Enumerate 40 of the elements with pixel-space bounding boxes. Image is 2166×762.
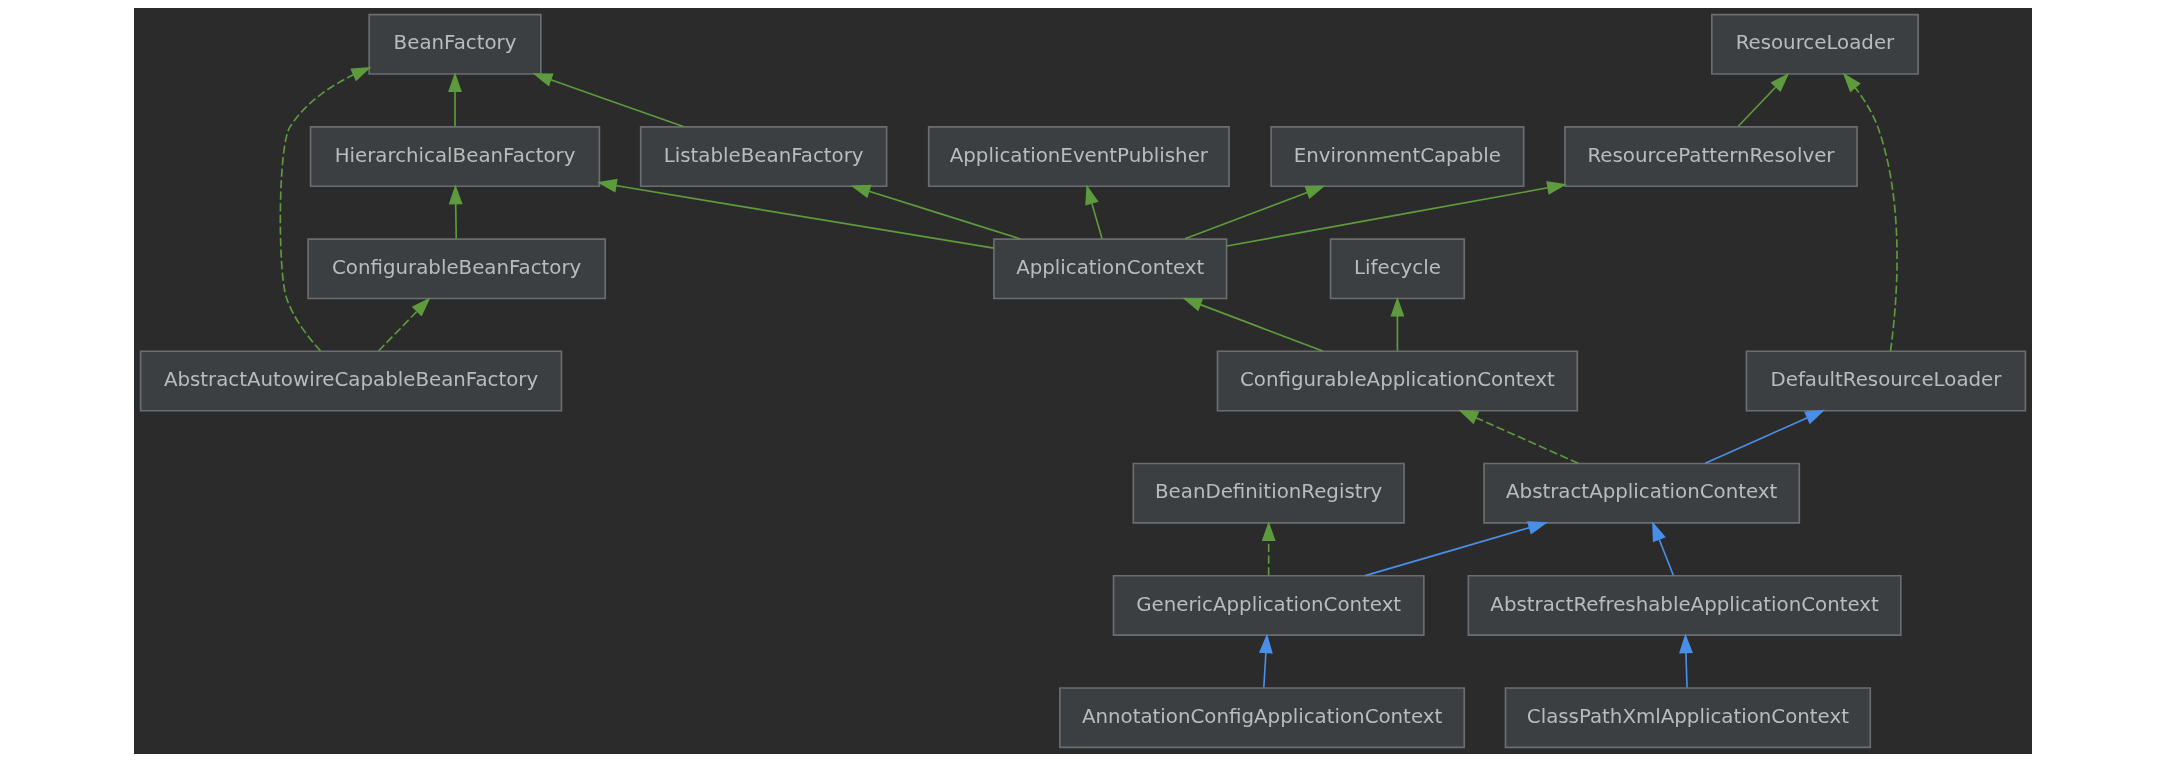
node-box: ApplicationContext bbox=[993, 238, 1228, 300]
node-box: BeanFactory bbox=[368, 13, 542, 75]
arrow bbox=[1225, 181, 1567, 247]
arrow bbox=[1182, 297, 1324, 352]
arrow bbox=[1184, 185, 1326, 240]
arrow bbox=[1704, 409, 1825, 465]
arrow bbox=[279, 66, 372, 352]
arrow bbox=[1085, 184, 1103, 240]
node-box: ApplicationEventPublisher bbox=[927, 126, 1230, 188]
arrow bbox=[1364, 521, 1548, 577]
node-box: Lifecycle bbox=[1329, 238, 1466, 300]
node-box: AbstractRefreshableApplicationContext bbox=[1467, 574, 1902, 636]
node-box: AbstractAutowireCapableBeanFactory bbox=[139, 350, 563, 412]
node-box: EnvironmentCapable bbox=[1270, 126, 1525, 188]
arrow bbox=[1679, 633, 1693, 689]
node-box: ConfigurableBeanFactory bbox=[307, 238, 607, 300]
arrow bbox=[1737, 72, 1790, 128]
arrow bbox=[448, 72, 462, 128]
node-box: ListableBeanFactory bbox=[639, 126, 888, 188]
node-box: AnnotationConfigApplicationContext bbox=[1059, 687, 1466, 749]
arrow bbox=[1258, 633, 1273, 689]
arrow bbox=[597, 178, 995, 249]
node-box: BeanDefinitionRegistry bbox=[1132, 462, 1405, 524]
node-box: HierarchicalBeanFactory bbox=[309, 126, 601, 188]
arrow bbox=[377, 297, 431, 352]
arrow bbox=[448, 184, 463, 240]
arrow bbox=[1652, 521, 1675, 576]
arrow bbox=[850, 184, 1022, 240]
node-box: DefaultResourceLoader bbox=[1745, 350, 2027, 412]
node-box: AbstractApplicationContext bbox=[1483, 462, 1801, 524]
node-box: ClassPathXmlApplicationContext bbox=[1504, 687, 1872, 749]
arrow bbox=[532, 73, 685, 128]
node-box: ResourceLoader bbox=[1711, 13, 1919, 75]
node-box: GenericApplicationContext bbox=[1112, 574, 1425, 636]
arrow bbox=[1261, 521, 1276, 576]
node-box: ConfigurableApplicationContext bbox=[1216, 350, 1579, 412]
arrow bbox=[1390, 296, 1405, 352]
arrow bbox=[1842, 72, 1898, 352]
node-box: ResourcePatternResolver bbox=[1564, 126, 1858, 188]
arrow bbox=[1458, 409, 1579, 465]
